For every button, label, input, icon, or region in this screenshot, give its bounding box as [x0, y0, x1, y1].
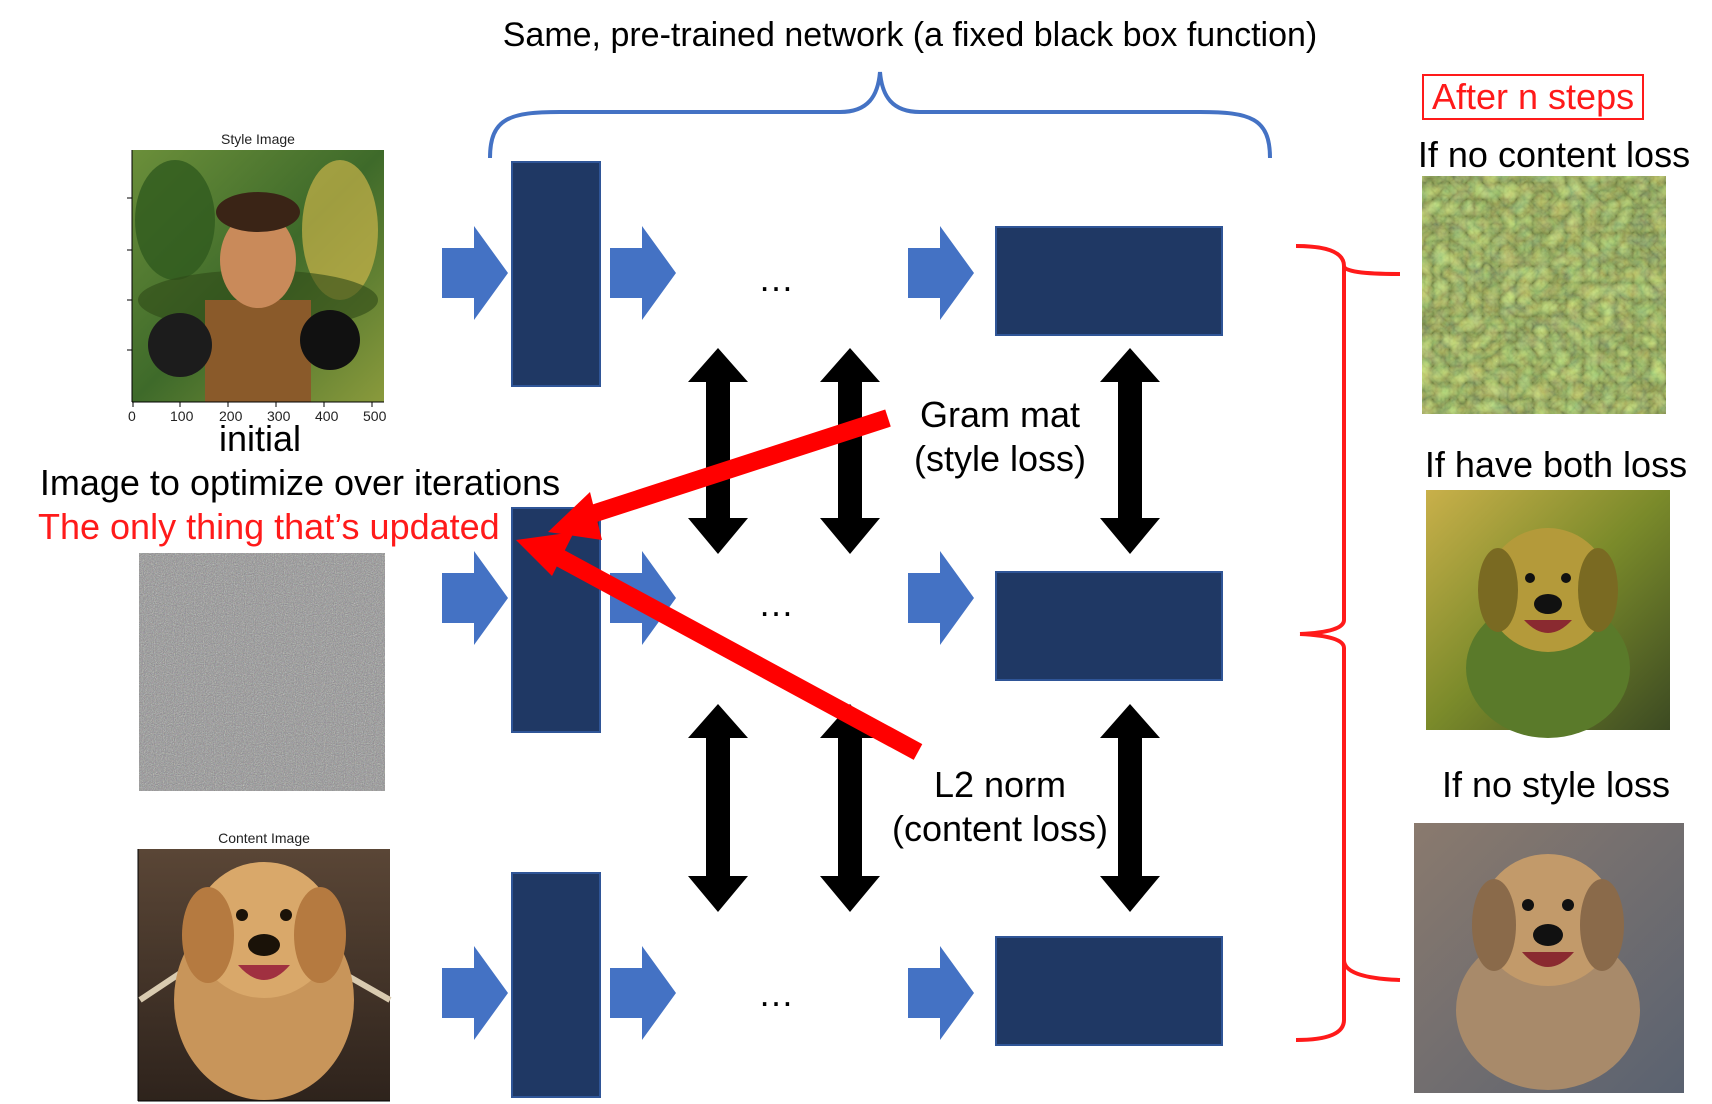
l2-label-line1: L2 norm: [933, 764, 1067, 805]
layer-last-init: [995, 571, 1223, 681]
tick-label: 0: [128, 408, 136, 424]
double-vertical-arrow-icon: [820, 704, 880, 912]
layer-first-style: [511, 161, 601, 387]
right-arrow-icon: [442, 551, 508, 645]
result-both-loss-image: [1426, 490, 1670, 738]
red-pointer-arrow-icon: [548, 492, 602, 540]
style-x-ticks: [127, 197, 373, 407]
ellipsis-bottom: …: [758, 973, 794, 1014]
right-arrow-icon: [442, 946, 508, 1040]
double-vertical-arrow-icon: [820, 348, 880, 554]
init-caption-line1: initial: [218, 418, 302, 459]
right-arrow-icon: [908, 946, 974, 1040]
right-arrow-icon: [610, 946, 676, 1040]
content-image-title: Content Image: [218, 830, 310, 846]
layer-last-style: [995, 226, 1223, 336]
right-arrow-icon: [610, 226, 676, 320]
style-image: [131, 150, 384, 403]
style-image-title: Style Image: [221, 131, 295, 147]
layer-first-content: [511, 872, 601, 1098]
right-arrow-icon: [442, 226, 508, 320]
network-layers: [511, 161, 1223, 1098]
comparison-arrows: [688, 348, 1160, 912]
result-no-style-image: [1414, 823, 1684, 1093]
tick-label: 300: [267, 408, 291, 424]
right-arrow-icon: [908, 226, 974, 320]
gram-label-line1: Gram mat: [919, 394, 1080, 435]
ellipsis-top: …: [758, 258, 794, 299]
init-caption-line2: Image to optimize over iterations: [39, 462, 561, 503]
layer-last-content: [995, 936, 1223, 1046]
result-no-content-image: [1422, 176, 1666, 414]
tick-label: 500: [363, 408, 387, 424]
l2-label-line2: (content loss): [891, 808, 1109, 849]
tick-label: 200: [219, 408, 243, 424]
no-content-caption: If no content loss: [1417, 134, 1691, 175]
double-vertical-arrow-icon: [688, 348, 748, 554]
gram-label-line2: (style loss): [913, 438, 1087, 479]
network-brace: [488, 71, 1272, 159]
content-image: [137, 849, 392, 1102]
double-vertical-arrow-icon: [688, 704, 748, 912]
red-pointer-arrow-icon: [516, 532, 574, 576]
tick-label: 100: [170, 408, 194, 424]
result-bracket: [1295, 244, 1401, 1042]
after-steps-label: After n steps: [1422, 74, 1645, 120]
double-vertical-arrow-icon: [1100, 348, 1160, 554]
ellipsis-middle: …: [758, 583, 794, 624]
no-style-caption: If no style loss: [1441, 764, 1671, 805]
network-label: Same, pre-trained network (a fixed black…: [502, 16, 1318, 54]
double-vertical-arrow-icon: [1100, 704, 1160, 912]
init-caption-line3: The only thing that’s updated: [38, 506, 500, 547]
both-loss-caption: If have both loss: [1424, 444, 1688, 485]
tick-label: 400: [315, 408, 339, 424]
update-arrows: [516, 409, 923, 760]
right-arrow-icon: [908, 551, 974, 645]
